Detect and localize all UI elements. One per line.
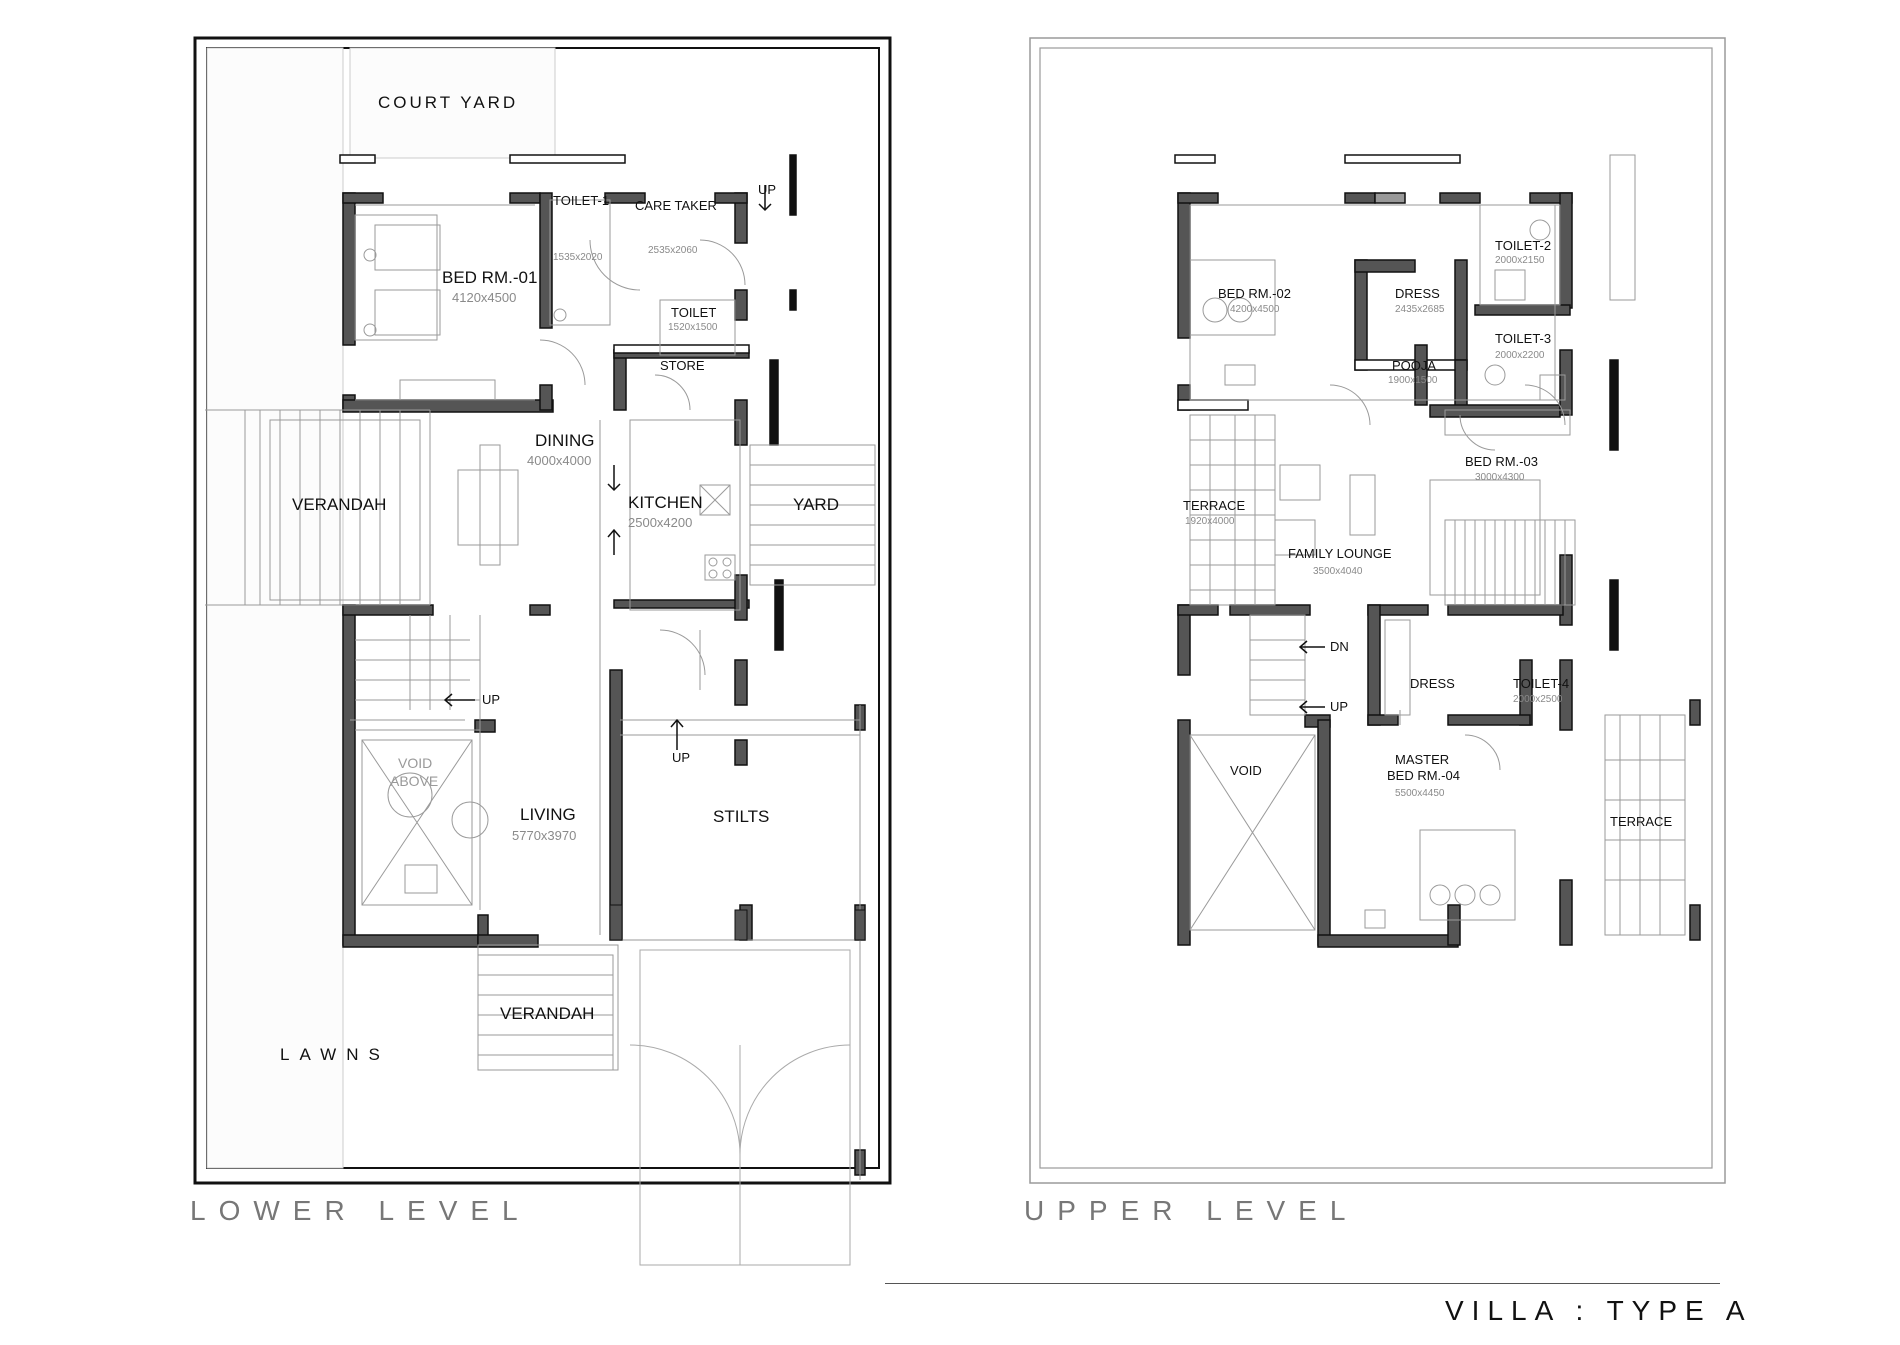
- toilet-1-dim: 1535x2020: [553, 252, 603, 263]
- care-taker-dim: 2535x2060: [648, 245, 698, 256]
- family-lounge-label: FAMILY LOUNGE: [1288, 546, 1392, 561]
- toilet-1-label: TOILET-1: [553, 193, 609, 208]
- upper-stair-arrows: [1298, 640, 1325, 714]
- lower-site-boundary-outer: [193, 36, 892, 1185]
- master-bed-dim: 5500x4450: [1395, 788, 1445, 799]
- dining-dim: 4000x4000: [527, 453, 591, 468]
- toilet-2-dim: 2000x2150: [1495, 255, 1545, 266]
- up-arrow-label-3: UP: [758, 182, 776, 197]
- void-above-label-2: ABOVE: [390, 773, 438, 789]
- family-lounge-dim: 3500x4040: [1313, 566, 1363, 577]
- toilet-4-label: TOILET-4: [1513, 676, 1569, 691]
- yard-label: YARD: [793, 495, 839, 514]
- pooja-label: POOJA: [1392, 358, 1436, 373]
- kitchen-dim: 2500x4200: [628, 515, 692, 530]
- bed-rm-02-label: BED RM.-02: [1218, 286, 1291, 301]
- store-label: STORE: [660, 358, 705, 373]
- dress-1-dim: 2435x2685: [1395, 304, 1445, 315]
- upper-level-plan: BED RM.-02 4200x4500 DRESS 2435x2685 TOI…: [1029, 37, 1726, 1184]
- void-above-label-1: VOID: [398, 755, 432, 771]
- living-dim: 5770x3970: [512, 828, 576, 843]
- bed-rm-01-label: BED RM.-01: [442, 268, 537, 287]
- lower-brick-hatch: [259, 410, 876, 1071]
- court-yard-area: [349, 47, 556, 159]
- toilet-3-dim: 2000x2200: [1495, 350, 1545, 361]
- court-yard-label: COURT YARD: [378, 93, 518, 112]
- upper-fine-lines: [1189, 154, 1686, 936]
- upper-site-boundary-outer: [1029, 37, 1726, 1184]
- living-label: LIVING: [520, 805, 576, 824]
- dn-arrow-label: DN: [1330, 639, 1349, 654]
- verandah-front-label: VERANDAH: [500, 1004, 594, 1023]
- dining-label: DINING: [535, 431, 595, 450]
- up-arrow-label-2: UP: [672, 750, 690, 765]
- lower-level-plan: COURT YARD BED RM.-01 4120x4500 TOILET-1…: [193, 36, 892, 1266]
- sheet-title: VILLA : TYPE A: [1445, 1295, 1753, 1326]
- lower-level-title: LOWER LEVEL: [190, 1195, 531, 1226]
- toilet-label: TOILET: [671, 305, 716, 320]
- up-arrow-label-1: UP: [482, 692, 500, 707]
- terrace-left-dim: 1920x4000: [1185, 516, 1235, 527]
- bed-rm-02-dim: 4200x4500: [1230, 304, 1280, 315]
- lower-walls: [339, 154, 866, 1176]
- title-rule: [885, 1283, 1720, 1284]
- lower-columns: [609, 904, 866, 941]
- kitchen-label: KITCHEN: [628, 493, 703, 512]
- lawns-label: LAWNS: [280, 1045, 390, 1064]
- upper-walls: [1174, 154, 1701, 948]
- care-taker-label: CARE TAKER: [635, 198, 717, 213]
- up-arrow-label-upper: UP: [1330, 699, 1348, 714]
- bed-rm-03-dim: 3000x4300: [1475, 472, 1525, 483]
- terrace-left-label: TERRACE: [1183, 498, 1245, 513]
- toilet-2-label: TOILET-2: [1495, 238, 1551, 253]
- lower-stair-arrows: [443, 185, 772, 750]
- master-bed-label-1: MASTER: [1395, 752, 1449, 767]
- master-bed-label-2: BED RM.-04: [1387, 768, 1460, 783]
- verandah-side-label: VERANDAH: [292, 495, 386, 514]
- toilet-4-dim: 2000x2500: [1513, 694, 1563, 705]
- lawn-strip-left: [206, 47, 344, 1169]
- toilet-3-label: TOILET-3: [1495, 331, 1551, 346]
- dress-2-label: DRESS: [1410, 676, 1455, 691]
- dress-1-label: DRESS: [1395, 286, 1440, 301]
- bed-rm-01-dim: 4120x4500: [452, 290, 516, 305]
- bed-rm-03-label: BED RM.-03: [1465, 454, 1538, 469]
- terrace-right-label: TERRACE: [1610, 814, 1672, 829]
- pooja-dim: 1900x1500: [1388, 375, 1438, 386]
- upper-level-title: UPPER LEVEL: [1024, 1195, 1359, 1226]
- toilet-dim: 1520x1500: [668, 322, 718, 333]
- void-label: VOID: [1230, 763, 1262, 778]
- stilts-label: STILTS: [713, 807, 769, 826]
- upper-site-boundary-inner: [1039, 47, 1713, 1169]
